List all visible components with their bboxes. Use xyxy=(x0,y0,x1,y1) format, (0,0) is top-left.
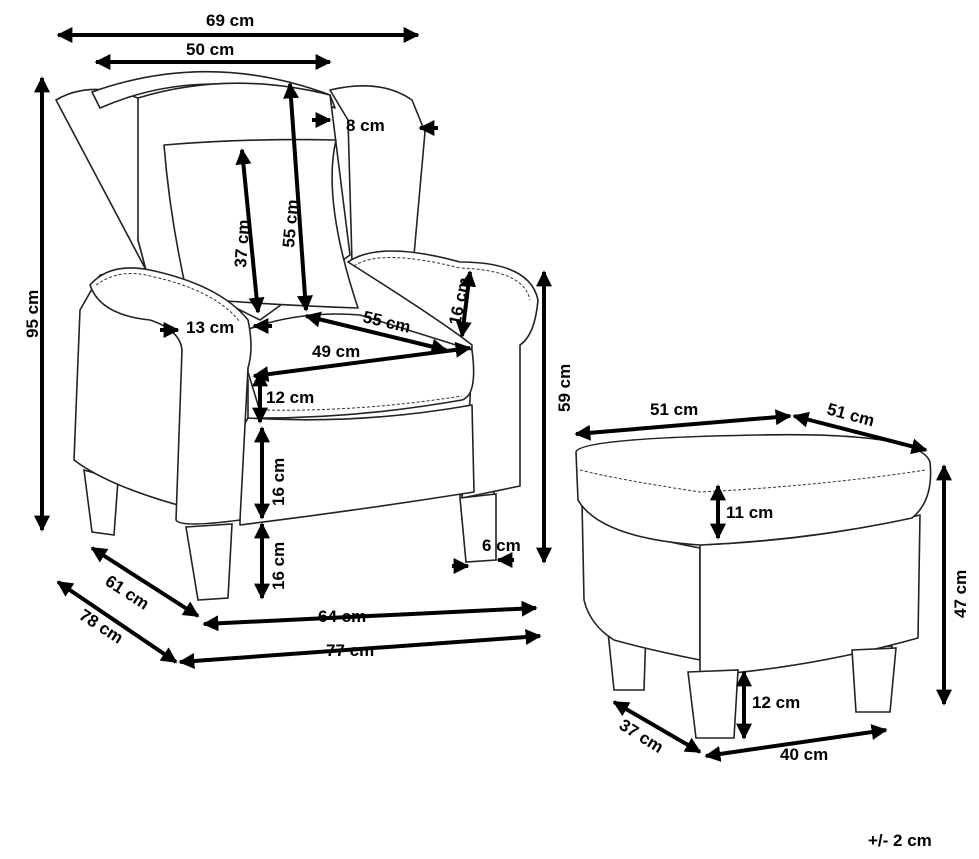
label-seat-width: 49 cm xyxy=(312,342,360,361)
armchair-front-left-leg xyxy=(185,523,233,601)
ottoman-bottom-detail xyxy=(759,664,793,671)
armchair-drawing xyxy=(55,70,539,601)
armchair-back-top xyxy=(91,70,336,109)
label-front-rail-height: 16 cm xyxy=(269,458,288,506)
dim-line-ottoman-base-depth xyxy=(612,700,702,754)
armchair-right-arm-seam xyxy=(353,256,531,301)
label-ottoman-cushion: 11 cm xyxy=(726,503,773,522)
label-ottoman-height: 47 cm xyxy=(951,570,970,618)
label-cushion-height: 37 cm xyxy=(231,219,253,268)
label-ottoman-base-width: 40 cm xyxy=(780,745,828,764)
label-overall-width: 69 cm xyxy=(206,11,254,30)
label-seat-cushion-thickness: 12 cm xyxy=(266,388,314,407)
label-armrest-width: 13 cm xyxy=(186,318,234,337)
dim-line-ottoman-top-depth xyxy=(792,411,928,455)
label-tolerance: +/- 2 cm xyxy=(868,831,932,850)
dim-line-ottoman-base-width xyxy=(704,724,888,762)
label-overall-height: 95 cm xyxy=(23,290,42,338)
ottoman-front-left-leg xyxy=(687,669,739,739)
label-wing-depth: 8 cm xyxy=(346,116,385,135)
armchair-left-arm xyxy=(89,267,252,525)
label-back-inner-width: 50 cm xyxy=(186,40,234,59)
label-ottoman-top-width: 51 cm xyxy=(650,400,698,419)
ottoman-front-right-leg xyxy=(851,647,897,713)
dim-line-overall-depth xyxy=(56,580,178,664)
label-backrest-height: 55 cm xyxy=(279,199,302,249)
label-leg-width: 6 cm xyxy=(482,536,521,555)
ottoman-drawing xyxy=(575,433,932,739)
dim-line-armrest-height xyxy=(455,270,477,338)
armchair-left-arm-seam xyxy=(95,273,241,323)
label-overall-width-front: 77 cm xyxy=(326,641,374,660)
dim-line-ottoman-top-width xyxy=(574,409,792,441)
dim-line-overall-width-front xyxy=(178,629,542,669)
dim-line-base-width xyxy=(202,600,538,632)
label-ottoman-base-depth: 37 cm xyxy=(616,715,667,757)
armchair-seat-seam xyxy=(261,395,463,411)
label-base-width: 64 cm xyxy=(318,607,366,626)
dim-line-seat-width xyxy=(252,341,472,383)
label-leg-height: 16 cm xyxy=(269,542,288,590)
label-base-depth: 61 cm xyxy=(102,571,153,613)
dim-line-cushion-height xyxy=(235,148,265,314)
label-seat-height: 59 cm xyxy=(555,364,574,412)
label-ottoman-leg-height: 12 cm xyxy=(752,693,800,712)
armchair-front-right-leg xyxy=(459,493,497,563)
dim-line-backrest-height xyxy=(283,82,313,312)
armchair-front-base xyxy=(239,404,475,526)
